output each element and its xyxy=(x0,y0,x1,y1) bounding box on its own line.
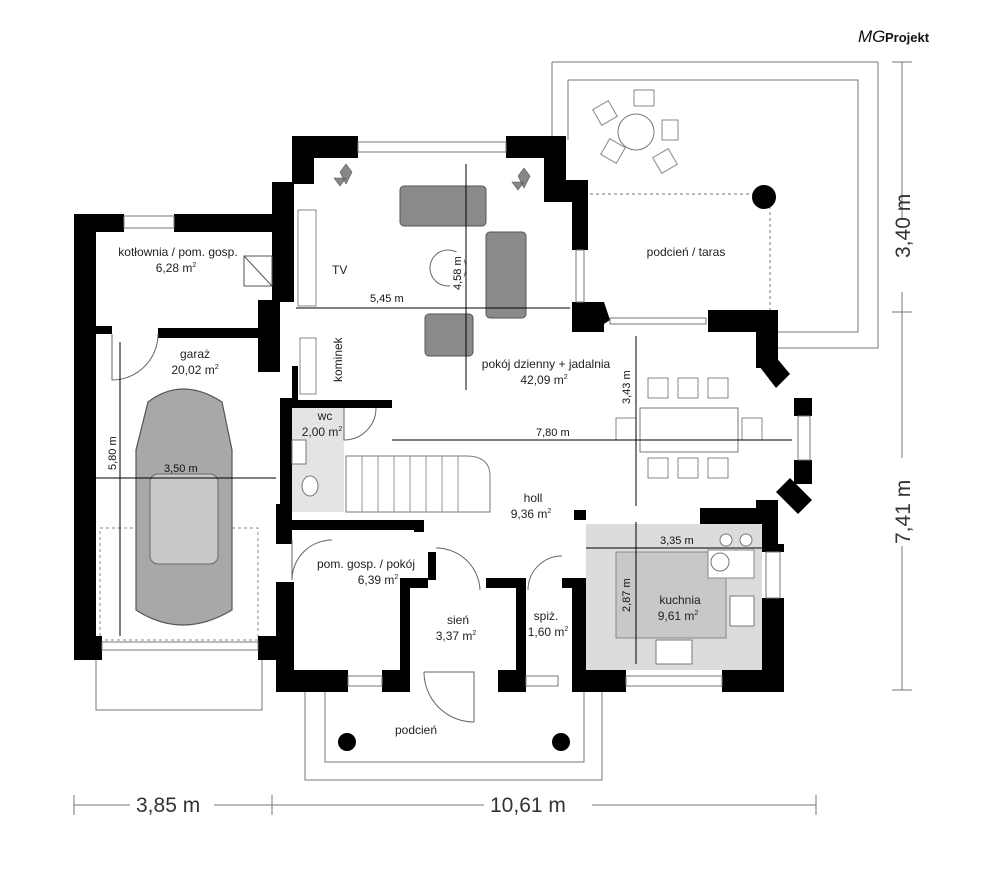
dimension-labels: 4,58 m 5,45 m 3,43 m 7,80 m 3,50 m 5,80 … xyxy=(107,194,915,817)
room-podcien-taras-name: podcień / taras xyxy=(647,245,726,259)
dim-3-50: 3,50 m xyxy=(164,463,198,475)
room-garaz-name: garaż xyxy=(180,347,210,361)
dimension-lines xyxy=(73,61,912,815)
room-kuchnia-area: 9,61 m2 xyxy=(658,609,699,623)
dim-5-80: 5,80 m xyxy=(107,436,119,470)
dim-7-41: 7,41 m xyxy=(892,480,915,544)
dim-3-40: 3,40 m xyxy=(892,194,915,258)
brand-logo: MG Projekt xyxy=(858,27,930,46)
dim-4-58: 4,58 m xyxy=(452,256,464,290)
dim-3-43: 3,43 m xyxy=(621,370,633,404)
terrace-furniture xyxy=(592,89,679,174)
room-holl-name: holl xyxy=(524,491,543,505)
room-kotlownia-area: 6,28 m2 xyxy=(156,261,197,275)
windows xyxy=(101,141,811,687)
room-holl-area: 9,36 m2 xyxy=(511,507,552,521)
dim-3-35: 3,35 m xyxy=(660,535,694,547)
room-garaz-area: 20,02 m2 xyxy=(171,363,218,377)
room-sien-name: sień xyxy=(447,613,469,627)
dim-3-85: 3,85 m xyxy=(136,794,200,817)
label-kominek: kominek xyxy=(331,336,345,382)
brand-mg: MG xyxy=(858,27,885,46)
car xyxy=(135,388,233,626)
stairs xyxy=(345,455,491,513)
room-sien-area: 3,37 m2 xyxy=(436,629,477,643)
room-spiz-area: 1,60 m2 xyxy=(528,625,569,639)
room-pom-gosp-pokoj-name: pom. gosp. / pokój xyxy=(317,557,415,571)
porch-outline xyxy=(95,655,603,781)
dim-5-45: 5,45 m xyxy=(370,293,404,305)
room-kotlownia-name: kotłownia / pom. gosp. xyxy=(118,245,237,259)
dim-7-80: 7,80 m xyxy=(536,427,570,439)
room-labels: kotłownia / pom. gosp. 6,28 m2 garaż 20,… xyxy=(118,245,725,737)
room-spiz-name: spiż. xyxy=(534,609,559,623)
room-podcien-name: podcień xyxy=(395,723,437,737)
walls xyxy=(74,136,812,751)
dining-furniture xyxy=(615,377,763,479)
room-kuchnia-name: kuchnia xyxy=(659,593,701,607)
dim-2-87: 2,87 m xyxy=(621,578,633,612)
room-pom-gosp-pokoj-area: 6,39 m2 xyxy=(358,573,399,587)
room-wc-name: wc xyxy=(317,409,333,423)
wc-fixtures xyxy=(291,408,344,512)
label-tv: TV xyxy=(332,263,347,277)
room-pokoj-dzienny-area: 42,09 m2 xyxy=(520,373,567,387)
doors xyxy=(111,333,563,723)
room-pokoj-dzienny-name: pokój dzienny + jadalnia xyxy=(482,357,611,371)
living-furniture xyxy=(297,163,531,395)
dim-10-61: 10,61 m xyxy=(490,794,566,817)
room-wc-area: 2,00 m2 xyxy=(302,425,343,439)
brand-projekt: Projekt xyxy=(885,30,930,45)
